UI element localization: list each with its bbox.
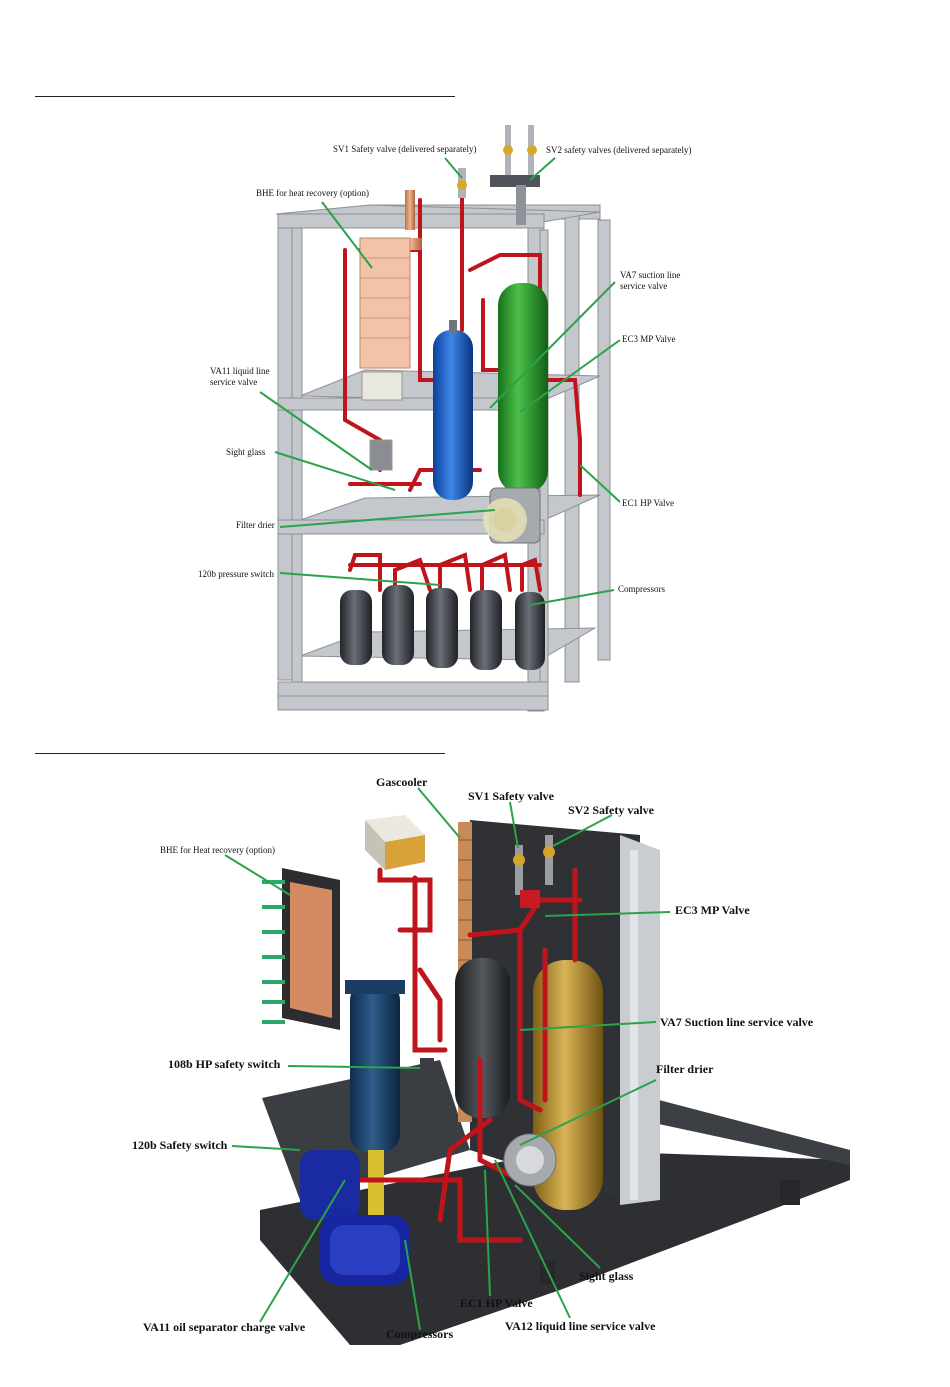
label-top-pressure-switch: 120b pressure switch — [198, 569, 274, 579]
top-compressors — [340, 585, 545, 670]
label-bottom-safety-switch: 120b Safety switch — [132, 1138, 228, 1152]
top-valve-box — [361, 371, 403, 471]
top-labels: SV1 Safety valve (delivered separately) … — [198, 144, 691, 594]
top-safety-valve-risers — [457, 125, 540, 225]
label-bottom-ec3: EC3 MP Valve — [675, 903, 750, 917]
top-green-receiver — [498, 283, 548, 493]
label-top-sight-glass: Sight glass — [226, 447, 266, 457]
bottom-dark-tank — [455, 958, 510, 1118]
label-bottom-filter-drier: Filter drier — [656, 1062, 714, 1076]
top-bhe — [359, 237, 411, 369]
bottom-unit-illustration — [260, 815, 850, 1345]
bottom-section-rule — [35, 753, 445, 754]
bottom-bhe — [262, 868, 340, 1030]
label-bottom-gascooler: Gascooler — [376, 775, 428, 789]
label-top-ec3: EC3 MP Valve — [622, 334, 676, 344]
bottom-compressors — [300, 1150, 410, 1285]
bottom-filter-drier — [503, 1133, 557, 1187]
bottom-pipes — [347, 867, 583, 1243]
label-top-sv1: SV1 Safety valve (delivered separately) — [333, 144, 476, 154]
label-top-filter-drier: Filter drier — [236, 520, 275, 530]
top-copper-stub — [405, 190, 415, 230]
label-top-va7-line1: VA7 suction line — [620, 270, 680, 280]
label-bottom-va12: VA12 liquid line service valve — [505, 1319, 656, 1333]
top-leader-lines — [259, 157, 621, 606]
top-blue-receiver — [433, 320, 473, 500]
label-bottom-sv1: SV1 Safety valve — [468, 789, 555, 803]
label-bottom-hp-switch: 108b HP safety switch — [168, 1057, 281, 1071]
label-bottom-bhe: BHE for Heat recovery (option) — [160, 845, 275, 855]
label-top-ec1: EC1 HP Valve — [622, 498, 674, 508]
label-bottom-va11: VA11 oil separator charge valve — [143, 1320, 306, 1334]
bottom-labels: Gascooler SV1 Safety valve SV2 Safety va… — [132, 775, 814, 1341]
bottom-control-box — [365, 815, 425, 870]
top-filter-drier — [483, 487, 541, 544]
bottom-hp-switch — [420, 1058, 434, 1080]
bottom-leader-lines — [224, 787, 671, 1331]
label-top-va7-line2: service valve — [620, 281, 667, 291]
top-section-rule — [35, 96, 455, 97]
label-top-va11-line2: service valve — [210, 377, 257, 387]
label-bottom-sight-glass: Sight glass — [579, 1269, 634, 1283]
label-bottom-ec1: EC1 HP Valve — [460, 1296, 533, 1310]
label-top-bhe: BHE for heat recovery (option) — [256, 188, 369, 198]
label-bottom-va7: VA7 Suction line service valve — [660, 1015, 814, 1029]
label-bottom-compressors: Compressors — [386, 1327, 453, 1341]
label-top-va11-line1: VA11 liquid line — [210, 366, 270, 376]
label-bottom-sv2: SV2 Safety valve — [568, 803, 655, 817]
top-unit-illustration — [275, 125, 611, 712]
label-top-compressors: Compressors — [618, 584, 665, 594]
label-top-sv2: SV2 safety valves (delivered separately) — [546, 145, 691, 155]
bottom-safety-valves — [513, 835, 555, 908]
